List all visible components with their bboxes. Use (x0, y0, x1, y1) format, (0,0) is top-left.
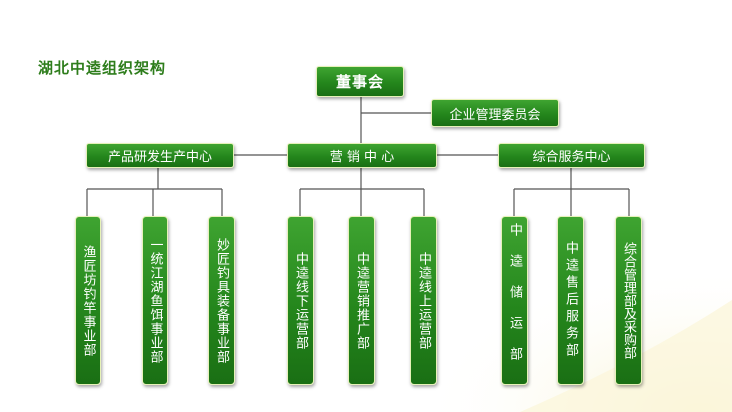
dept-box: 妙匠钓具装备事业部 (208, 216, 235, 385)
center-box-rnd-production: 产品研发生产中心 (86, 143, 234, 168)
dept-label: 一统江湖鱼饵事业部 (147, 237, 163, 364)
center-box-marketing: 营 销 中 心 (287, 143, 437, 168)
dept-label: 中逵线下运营部 (293, 251, 308, 350)
center-label: 营 销 中 心 (329, 150, 395, 165)
dept-label: 中逵售后服务部 (563, 241, 578, 360)
dept-box: 中逵线上运营部 (410, 216, 437, 385)
dept-label: 妙匠钓具装备事业部 (214, 237, 229, 364)
center-box-services: 综合服务中心 (498, 143, 645, 168)
dept-label: 中逵线上运营部 (416, 251, 431, 350)
dept-box: 中逵营销推广部 (348, 216, 375, 385)
dept-box: 一统江湖鱼饵事业部 (142, 216, 168, 385)
dept-box: 中逵线下运营部 (287, 216, 314, 385)
dept-box: 综合管理部及采购部 (615, 216, 642, 385)
dept-box: 中逵储运部 (501, 216, 528, 385)
center-label: 综合服务中心 (532, 150, 611, 165)
center-label: 产品研发生产中心 (107, 150, 212, 165)
dept-label: 中逵储运部 (507, 223, 522, 378)
committee-label: 企业管理委员会 (449, 107, 541, 123)
dept-label: 综合管理部及采购部 (621, 242, 636, 359)
board-label: 董事会 (335, 73, 384, 91)
dept-box: 渔匠坊钓竿事业部 (75, 216, 101, 385)
dept-label: 渔匠坊钓竿事业部 (80, 244, 96, 357)
page-title: 湖北中逵组织架构 (38, 59, 167, 77)
committee-box: 企业管理委员会 (431, 99, 559, 127)
dept-box: 中逵售后服务部 (557, 216, 584, 385)
board-box: 董事会 (316, 66, 404, 97)
dept-label: 中逵营销推广部 (354, 251, 369, 350)
